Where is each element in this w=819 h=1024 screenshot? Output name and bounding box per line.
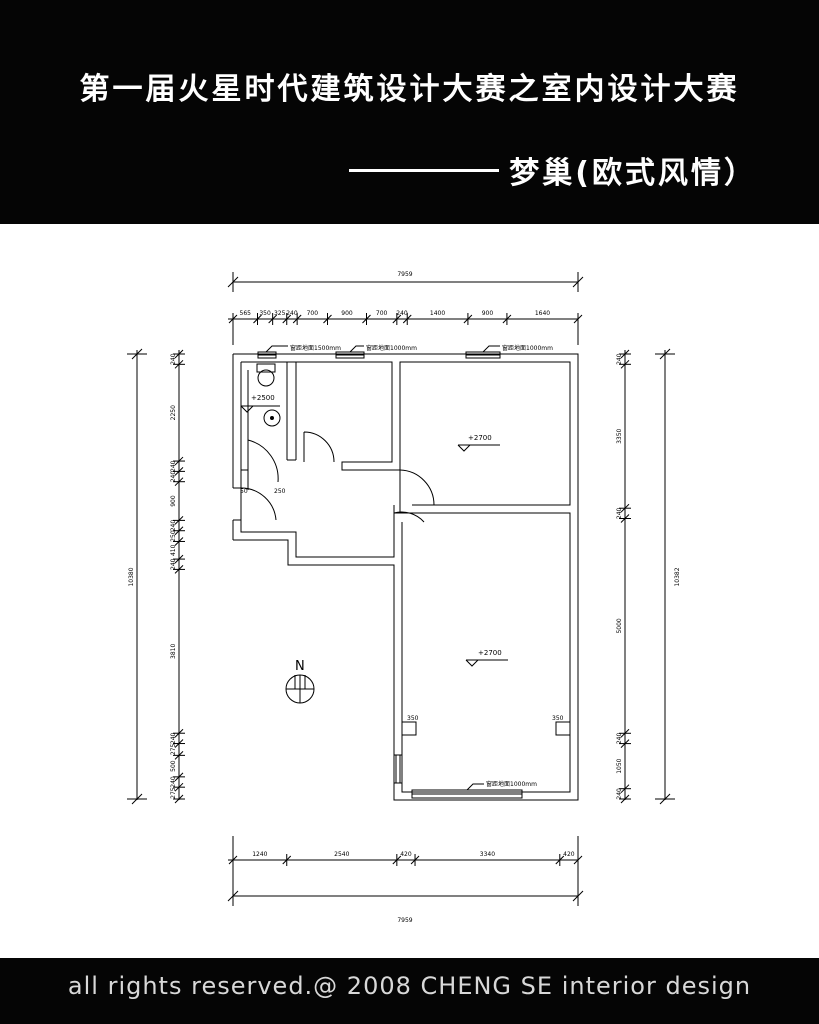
right-dim-label: 240 bbox=[616, 788, 623, 800]
left-total-label: 10380 bbox=[128, 567, 135, 586]
top-dim-label: 900 bbox=[482, 310, 494, 317]
top-dim-label: 1400 bbox=[430, 310, 445, 317]
subtitle-dash bbox=[349, 168, 500, 172]
top-total-label: 7959 bbox=[397, 271, 412, 278]
level-label-bedroom: +2700 bbox=[468, 434, 492, 442]
header-banner: 第一届火星时代建筑设计大赛之室内设计大赛 梦巢(欧式风情） bbox=[0, 0, 819, 224]
footer-banner: all rights reserved.@ 2008 CHENG SE inte… bbox=[0, 958, 819, 1024]
window-label-1: 窗距地面1500mm bbox=[290, 344, 341, 352]
window-label-2: 窗距地面1000mm bbox=[366, 344, 417, 352]
subtitle-row: 梦巢(欧式风情） bbox=[349, 148, 757, 192]
bottom-dim-label: 420 bbox=[400, 851, 412, 858]
left-dim-label: 500 bbox=[170, 760, 177, 772]
right-dim-label: 240 bbox=[616, 507, 623, 519]
left-dim-label: 900 bbox=[170, 495, 177, 507]
balcony-dim-right: 350 bbox=[552, 715, 564, 722]
bottom-total-label: 7959 bbox=[397, 917, 412, 924]
left-dim-label: 240 bbox=[170, 558, 177, 570]
right-dim-label: 3350 bbox=[616, 428, 623, 443]
door-dim-250: 250 bbox=[274, 488, 286, 495]
top-dim-label: 700 bbox=[376, 310, 388, 317]
right-dim-label: 240 bbox=[616, 733, 623, 745]
top-dim-label: 565 bbox=[240, 310, 252, 317]
top-dim-label: 240 bbox=[286, 310, 298, 317]
left-dim-label: 240 bbox=[170, 353, 177, 365]
left-dim-label: 3810 bbox=[170, 644, 177, 659]
left-dim-label: 240 bbox=[170, 460, 177, 472]
floor-plan: 7959 7959 10380 10382 窗距地面1500mm 窗距地面100… bbox=[0, 224, 819, 958]
right-dim-label: 5000 bbox=[616, 618, 623, 633]
left-dim-label: 2250 bbox=[170, 405, 177, 420]
level-label-living: +2700 bbox=[478, 649, 502, 657]
windows bbox=[257, 351, 523, 799]
bottom-dim-label: 1240 bbox=[252, 851, 267, 858]
window-label-3: 窗距地面1000mm bbox=[502, 344, 553, 352]
level-label-bath: +2500 bbox=[251, 394, 275, 402]
left-dim-label: 275 bbox=[170, 787, 177, 799]
right-dim-label: 1050 bbox=[616, 758, 623, 773]
top-dim-label: 1640 bbox=[535, 310, 550, 317]
page-title: 第一届火星时代建筑设计大赛之室内设计大赛 bbox=[79, 72, 740, 107]
left-dim-label: 240 bbox=[170, 520, 177, 532]
bathroom-fixtures bbox=[256, 363, 281, 427]
bottom-dim-label: 2540 bbox=[334, 851, 349, 858]
floor-plan-drawing: 7959 7959 10380 10382 窗距地面1500mm 窗距地面100… bbox=[127, 271, 681, 924]
level-markers bbox=[240, 405, 508, 667]
top-dim-label: 350 bbox=[259, 310, 271, 317]
left-dim-label: 240 bbox=[170, 471, 177, 483]
doors bbox=[240, 431, 435, 523]
left-dim-label: 250 bbox=[170, 530, 177, 542]
top-dim-label: 240 bbox=[396, 310, 408, 317]
left-dim-label: 240 bbox=[170, 776, 177, 788]
window-label-4: 窗距地面1000mm bbox=[486, 780, 537, 788]
page-subtitle: 梦巢(欧式风情） bbox=[509, 156, 757, 191]
bottom-dim-label: 420 bbox=[563, 851, 575, 858]
right-total-label: 10382 bbox=[674, 567, 681, 586]
left-dim-label: 275 bbox=[170, 744, 177, 756]
top-dim-label: 900 bbox=[341, 310, 353, 317]
left-dim-label: 410 bbox=[170, 544, 177, 556]
door-dim-50: 50 bbox=[240, 488, 248, 495]
walls bbox=[232, 353, 579, 801]
bottom-dim-label: 3340 bbox=[480, 851, 495, 858]
left-dim-label: 240 bbox=[170, 732, 177, 744]
right-dim-label: 240 bbox=[616, 353, 623, 365]
north-arrow-icon bbox=[285, 674, 315, 704]
top-dim-label: 325 bbox=[274, 310, 286, 317]
copyright-text: all rights reserved.@ 2008 CHENG SE inte… bbox=[67, 972, 752, 1000]
top-dim-label: 700 bbox=[307, 310, 319, 317]
balcony-dim-left: 350 bbox=[407, 715, 419, 722]
north-label: N bbox=[295, 659, 305, 674]
